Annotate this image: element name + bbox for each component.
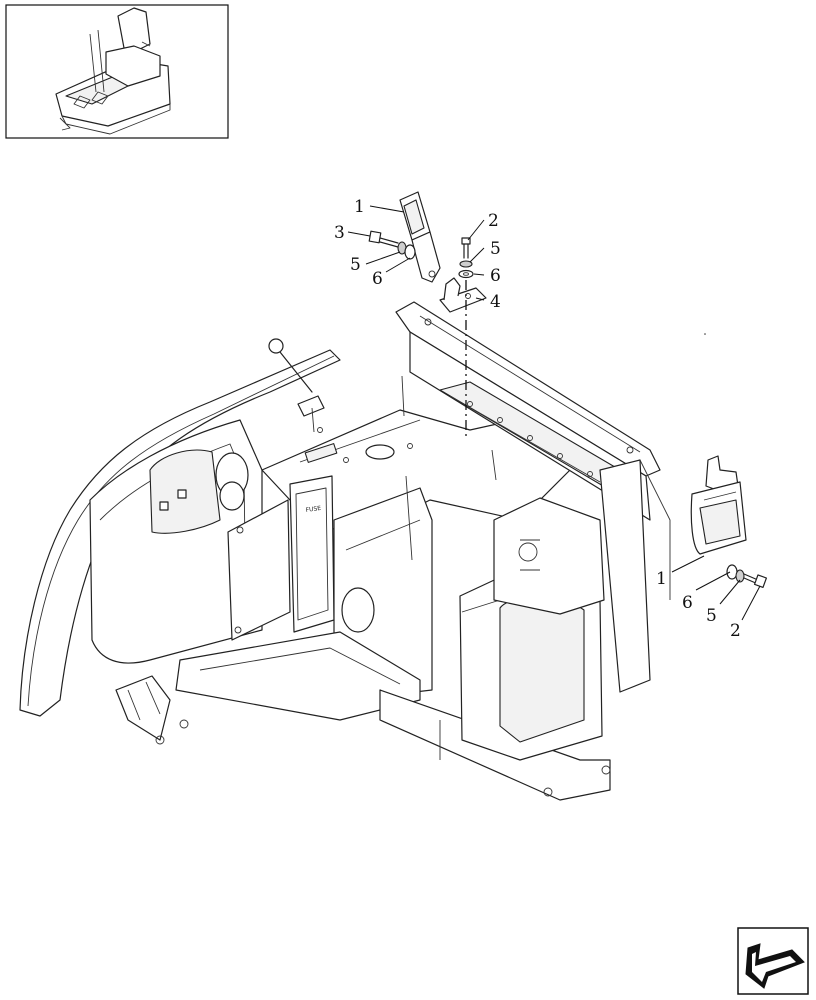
location-thumbnail (5, 4, 229, 139)
callout-leaders (347, 205, 761, 621)
flat-washer-right (458, 269, 474, 279)
pedal-bracket (115, 675, 189, 745)
callout-2-top: 2 (488, 211, 499, 231)
lock-washer-right-assembly (735, 569, 745, 583)
fuse-box-label: FUSE (305, 505, 321, 514)
seat-belt-buckle-top (399, 191, 441, 283)
callout-6-top-right: 6 (490, 266, 501, 286)
callout-1-top: 1 (354, 197, 365, 217)
flat-washer-left (404, 244, 416, 260)
rail-bolts (317, 401, 593, 477)
callout-4-top: 4 (490, 292, 501, 312)
bolt-right-assembly (743, 573, 768, 589)
bolt-part-2-top (461, 237, 471, 259)
callout-labels: 1 3 5 6 2 5 6 4 1 6 5 2 (334, 197, 741, 641)
callout-6-top-left: 6 (372, 269, 383, 289)
callout-3-top: 3 (334, 223, 345, 243)
next-page-arrow-icon[interactable] (745, 943, 805, 989)
control-lever (268, 338, 325, 433)
machine-seat-location-icon (55, 7, 171, 135)
right-seat-belt-assembly (690, 455, 768, 589)
bolt-part-3 (368, 230, 399, 248)
callout-5-top-left: 5 (350, 255, 361, 275)
operator-platform-frame: FUSE (19, 301, 671, 801)
next-page-nav[interactable] (737, 927, 809, 995)
top-seat-belt-assembly (368, 191, 487, 440)
lock-washer-right (459, 260, 473, 268)
callout-5-top-right: 5 (490, 239, 501, 259)
anchor-bracket-part-4 (439, 277, 487, 313)
seat-belt-buckle-right (690, 455, 747, 555)
callout-2-right: 2 (730, 621, 741, 641)
callout-6-right: 6 (682, 593, 693, 613)
stray-dot (704, 333, 706, 335)
callout-1-right: 1 (656, 569, 667, 589)
callout-5-right: 5 (706, 606, 717, 626)
